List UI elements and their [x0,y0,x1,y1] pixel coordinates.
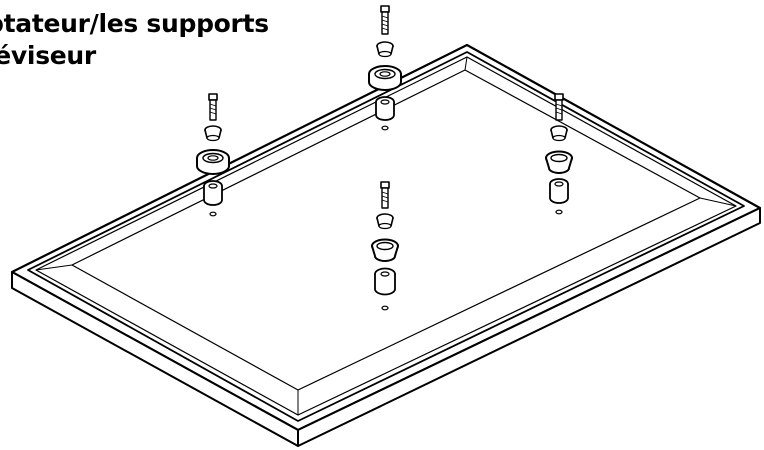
tv-panel-inner-frame [27,51,745,422]
spacer-ring-icon [196,149,230,175]
screw-icon [380,5,390,35]
screw-icon [208,93,218,121]
bushing-icon [549,178,569,204]
tv-panel-recess-bevel-4 [464,56,468,71]
caption-line-1: ptateur/les supports [0,9,269,38]
washer-icon [376,213,394,230]
screw-icon [380,181,390,209]
mounting-hole-icon [381,125,389,131]
hardware-stack-right [545,93,573,215]
instruction-caption: ptateur/les supports léviseur [0,8,269,72]
screw-icon [554,93,564,121]
spacer-ring-icon [368,65,402,91]
bushing-icon [203,180,223,206]
mounting-hole-icon [381,305,389,311]
hardware-stack-left [196,93,230,217]
hardware-stack-top [368,5,402,131]
tv-panel-recess-bevel-1 [35,264,73,271]
mounting-hole-icon [555,209,563,215]
tv-panel-recess-bevel-3 [699,197,737,207]
tv-panel [10,43,762,447]
spacer-ring-icon [371,238,399,262]
washer-icon [550,125,568,142]
washer-icon [376,41,394,58]
hardware-stack-bottom [371,181,399,311]
bushing-icon [374,267,396,296]
tv-panel-side-right [297,207,761,447]
mounting-hole-icon [209,211,217,217]
bushing-icon [375,96,395,121]
washer-icon [204,125,222,142]
spacer-ring-icon [545,150,573,174]
caption-line-2: léviseur [0,41,96,70]
